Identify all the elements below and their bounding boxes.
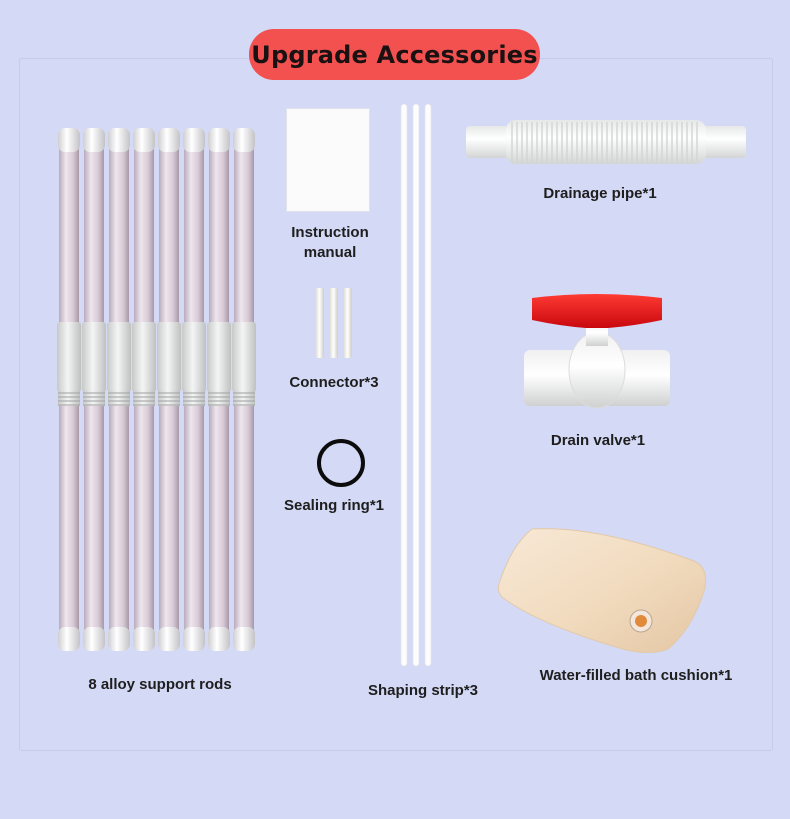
instruction-manual-image	[286, 108, 370, 212]
drainage-pipe-image	[466, 120, 746, 164]
drain-valve-image	[524, 294, 670, 409]
support-rods-image	[57, 127, 257, 652]
bath-cushion-label: Water-filled bath cushion*1	[539, 667, 733, 684]
page-title: Upgrade Accessories	[249, 29, 540, 80]
drain-valve-label: Drain valve*1	[550, 432, 646, 449]
instruction-manual-label: Instruction manual	[291, 224, 369, 261]
bath-cushion-image	[497, 528, 707, 653]
shaping-strip-label: Shaping strip*3	[367, 682, 479, 699]
drainage-pipe-label: Drainage pipe*1	[543, 185, 657, 202]
shaping-strip-image	[400, 103, 432, 667]
connector-label: Connector*3	[289, 374, 379, 391]
connector-image	[315, 288, 352, 358]
support-rods-label: 8 alloy support rods	[88, 676, 232, 693]
sealing-ring-label: Sealing ring*1	[283, 497, 385, 514]
sealing-ring-image	[317, 439, 365, 487]
